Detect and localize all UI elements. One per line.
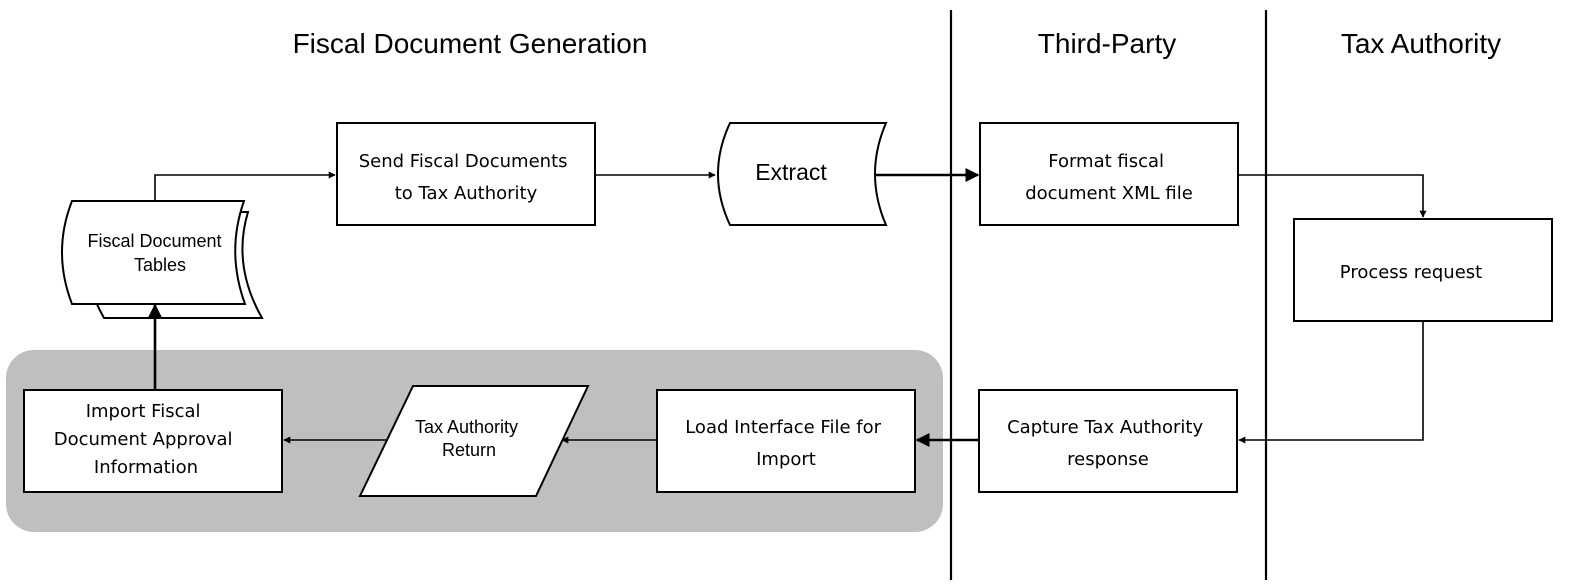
svg-text:Import Fiscal Document A: Import Fiscal Document Approval Informat… [54, 401, 239, 478]
format-xml-label-line1: Format fiscal [1048, 151, 1164, 172]
svg-text:Tax Authority Return: Tax Authority Return [415, 417, 523, 460]
arrow-tables-to-send [154, 171, 336, 201]
tax-authority-return-node: Tax Authority Return [358, 385, 590, 497]
tax-authority-return-label-line1: Tax Authority [415, 417, 518, 437]
process-request-label: Process request [1340, 262, 1482, 283]
fiscal-document-tables-label-line1: Fiscal Document [87, 231, 221, 251]
tax-authority-return-label-line2: Return [442, 440, 496, 460]
send-fiscal-documents-label-line1: Send Fiscal Documents [359, 151, 568, 172]
send-fiscal-documents-label-line2: to Tax Authority [395, 183, 538, 204]
extract-label: Extract [755, 159, 827, 185]
svg-text:Send Fiscal Documents t: Send Fiscal Documents to Tax Authority [359, 151, 574, 204]
capture-response-node: Capture Tax Authority response [978, 389, 1238, 493]
load-interface-file-label-line2: Import [756, 449, 816, 470]
format-xml-label-line2: document XML file [1025, 183, 1193, 204]
import-approval-label-line1: Import Fiscal [86, 401, 201, 422]
extract-node: Extract [717, 122, 888, 226]
load-interface-file-node: Load Interface File for Import [656, 389, 916, 493]
svg-text:Format fiscal document X: Format fiscal document XML file [1025, 151, 1193, 204]
import-approval-node: Import Fiscal Document Approval Informat… [23, 389, 283, 493]
lane-title-tax-authority: Tax Authority [1341, 28, 1501, 59]
fiscal-document-tables-node: Fiscal Document Tables [61, 200, 264, 319]
svg-text:Fiscal Document Tables: Fiscal Document Tables [87, 231, 226, 275]
format-xml-node: Format fiscal document XML file [979, 122, 1239, 226]
svg-text:Capture Tax Authority re: Capture Tax Authority response [1007, 417, 1209, 470]
lane-title-third-party: Third-Party [1038, 28, 1176, 59]
load-interface-file-label-line1: Load Interface File for [685, 417, 881, 438]
send-fiscal-documents-node: Send Fiscal Documents to Tax Authority [336, 122, 596, 226]
capture-response-label-line1: Capture Tax Authority [1007, 417, 1203, 438]
process-request-node: Process request [1293, 218, 1553, 322]
svg-text:Load Interface File for: Load Interface File for Import [685, 417, 887, 470]
fiscal-document-tables-label-line2: Tables [134, 255, 186, 275]
arrow-process-to-capture [1238, 321, 1424, 444]
lane-title-fiscal-document-generation: Fiscal Document Generation [293, 28, 648, 59]
arrow-format-to-process [1238, 174, 1427, 218]
import-approval-label-line3: Information [94, 457, 198, 478]
capture-response-label-line2: response [1067, 449, 1149, 470]
import-approval-label-line2: Document Approval [54, 429, 233, 450]
